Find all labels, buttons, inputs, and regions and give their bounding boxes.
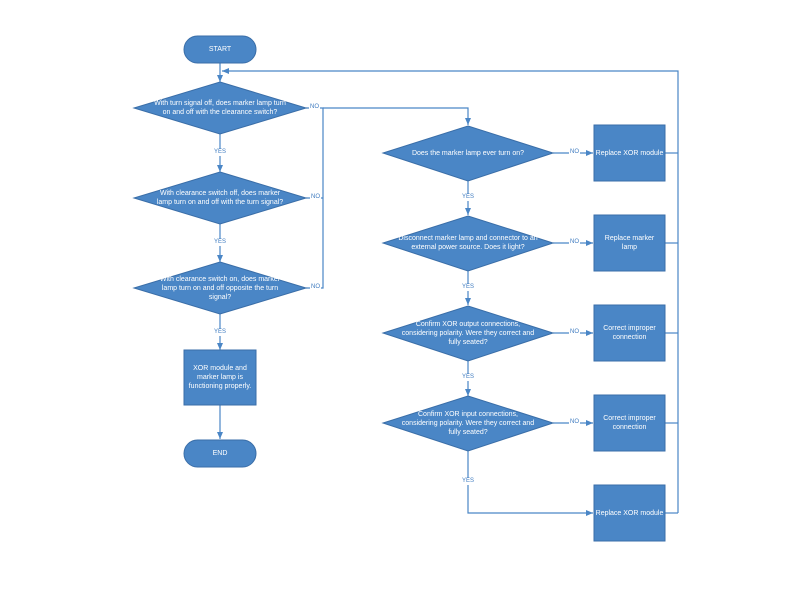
decision-q5: [381, 215, 555, 272]
action-a5: [593, 484, 666, 542]
action-a3: [593, 304, 666, 362]
no-label-q1: NO: [309, 104, 320, 111]
end-terminal: [183, 439, 257, 468]
no-label-q7: NO: [569, 419, 580, 426]
decision-q1: [132, 81, 308, 135]
yes-label-q6: YES: [461, 374, 476, 381]
action-a1: [593, 124, 666, 182]
no-label-q6: NO: [569, 329, 580, 336]
no-label-q4: NO: [569, 149, 580, 156]
decision-q2: [132, 171, 308, 225]
yes-label-q2: YES: [213, 239, 228, 246]
process-ok: [183, 349, 257, 406]
shapes: [132, 35, 666, 542]
yes-label-q1: YES: [213, 149, 228, 156]
decision-q4: [381, 125, 555, 182]
no-label-q2: NO: [310, 194, 321, 201]
decision-q3: [132, 261, 308, 315]
yes-label-q4: YES: [461, 194, 476, 201]
yes-label-q5: YES: [461, 284, 476, 291]
edge-return-loop: [222, 68, 679, 513]
yes-label-q3: YES: [213, 329, 228, 336]
action-a2: [593, 214, 666, 272]
edge-q7-a5: [467, 450, 593, 516]
no-label-q5: NO: [569, 239, 580, 246]
yes-label-q7: YES: [461, 478, 476, 485]
no-label-q3: NO: [310, 284, 321, 291]
action-a4: [593, 394, 666, 452]
decision-q6: [381, 305, 555, 362]
start-terminal: [183, 35, 257, 64]
edge-no-q4: [323, 107, 471, 125]
decision-q7: [381, 395, 555, 452]
